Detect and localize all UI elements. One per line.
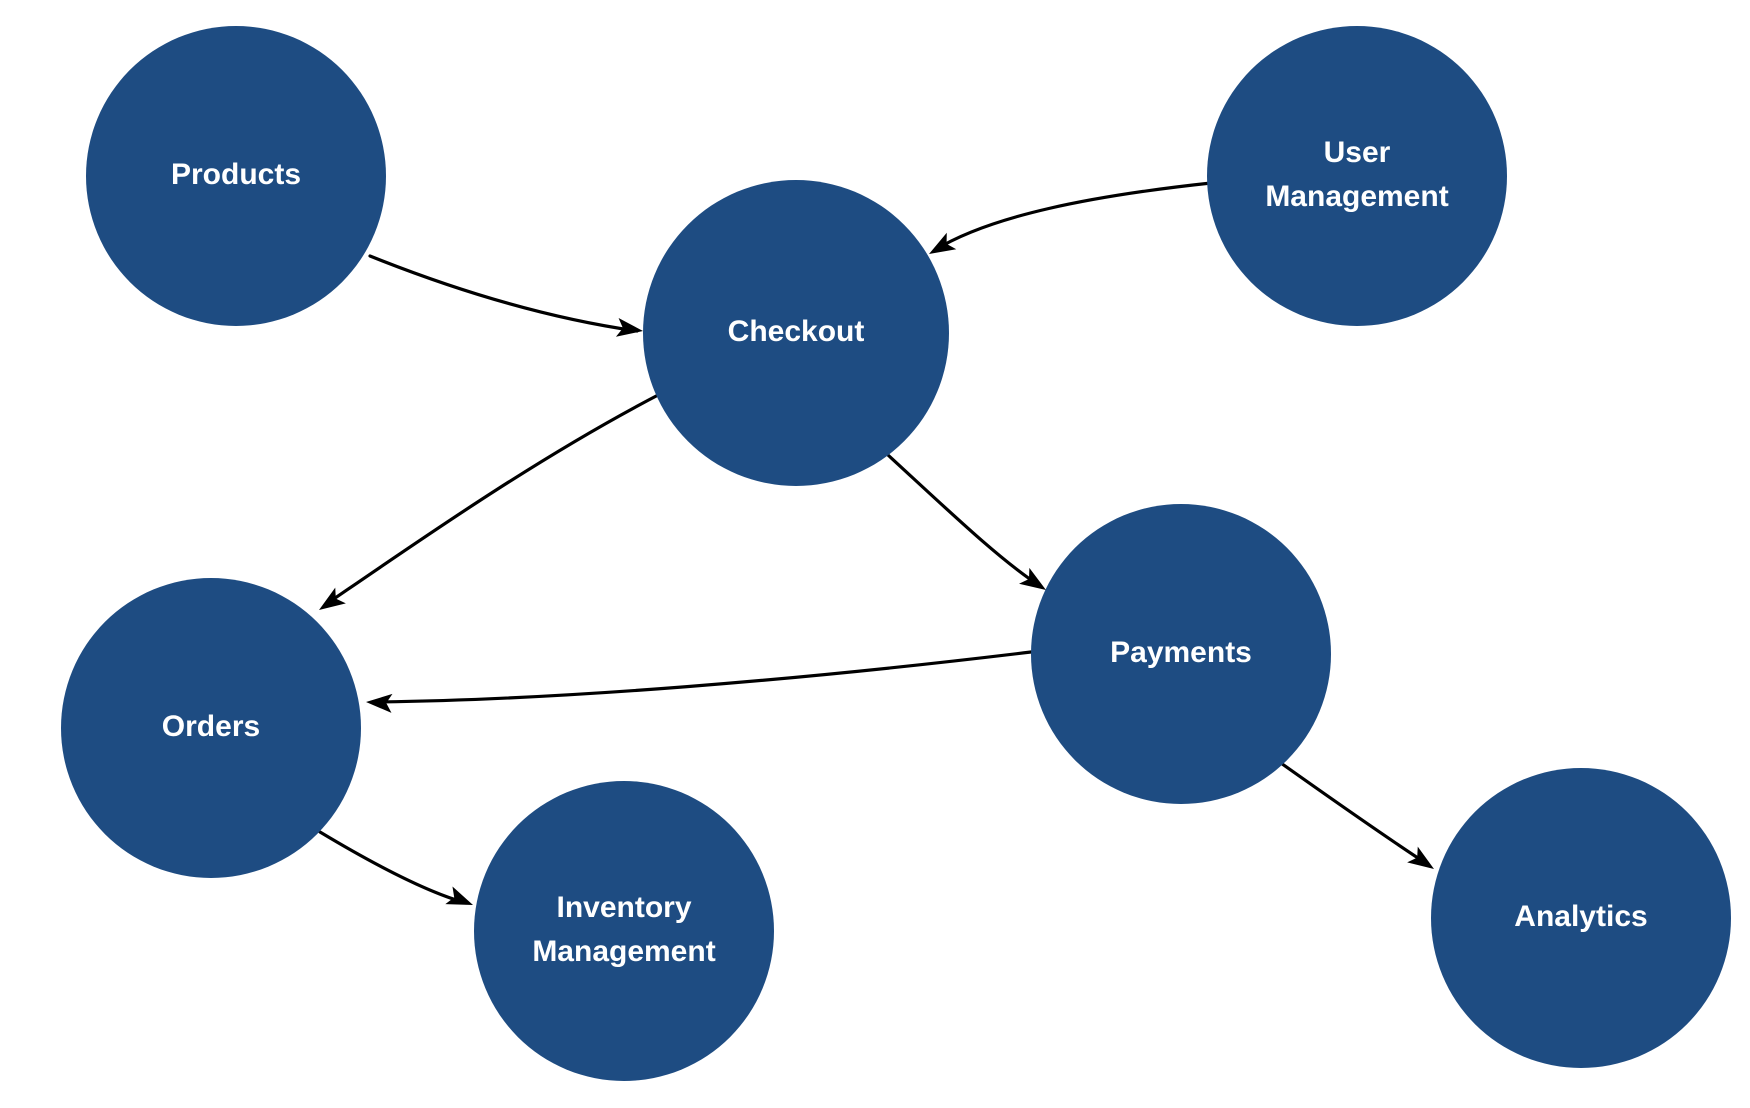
node-circle[interactable] <box>61 578 361 878</box>
node-circle[interactable] <box>86 26 386 326</box>
node-checkout[interactable]: Checkout <box>643 180 949 486</box>
edge-arrowhead <box>366 693 393 713</box>
node-label-line: Checkout <box>728 315 865 348</box>
node-circle[interactable] <box>474 781 774 1081</box>
edge-payments-to-orders <box>366 650 1033 713</box>
node-circle[interactable] <box>1031 504 1331 804</box>
node-label-line: Products <box>171 158 301 191</box>
node-orders[interactable]: Orders <box>61 578 361 878</box>
edge-products-to-checkout <box>368 254 643 337</box>
node-circle[interactable] <box>643 180 949 486</box>
node-circle[interactable] <box>1207 26 1507 326</box>
node-label-line: Orders <box>162 710 260 743</box>
edge-arrowhead <box>1407 846 1434 869</box>
edge-line <box>368 254 639 333</box>
edge-line <box>886 453 1042 588</box>
edge-checkout-to-payments <box>886 453 1046 590</box>
node-payments[interactable]: Payments <box>1031 504 1331 804</box>
edge-line <box>318 830 468 905</box>
node-circle[interactable] <box>1431 768 1731 1068</box>
edge-line <box>372 650 1033 704</box>
node-label: Products <box>171 158 301 191</box>
edge-orders-to-inventory-management <box>318 830 473 905</box>
edge-line <box>933 181 1213 252</box>
edge-line <box>323 391 664 607</box>
edge-checkout-to-orders <box>319 391 664 610</box>
edge-arrowhead <box>1019 567 1046 590</box>
edges-layer <box>318 181 1434 905</box>
node-label-line: Payments <box>1110 636 1252 669</box>
node-analytics[interactable]: Analytics <box>1431 768 1731 1068</box>
edge-arrowhead <box>445 886 473 905</box>
node-label: Analytics <box>1514 900 1647 933</box>
edge-line <box>1276 759 1429 866</box>
node-label: Payments <box>1110 636 1252 669</box>
edge-user-management-to-checkout <box>929 181 1213 254</box>
edge-payments-to-analytics <box>1276 759 1434 869</box>
node-label: Checkout <box>728 315 865 348</box>
node-label-line: User <box>1324 136 1391 169</box>
node-label-line: Management <box>532 935 715 968</box>
node-label-line: Analytics <box>1514 900 1647 933</box>
edge-arrowhead <box>615 317 643 337</box>
node-label-line: Inventory <box>556 891 691 924</box>
node-label: Orders <box>162 710 260 743</box>
node-products[interactable]: Products <box>86 26 386 326</box>
node-label-line: Management <box>1265 180 1448 213</box>
edge-arrowhead <box>319 587 346 610</box>
edge-arrowhead <box>929 232 957 254</box>
